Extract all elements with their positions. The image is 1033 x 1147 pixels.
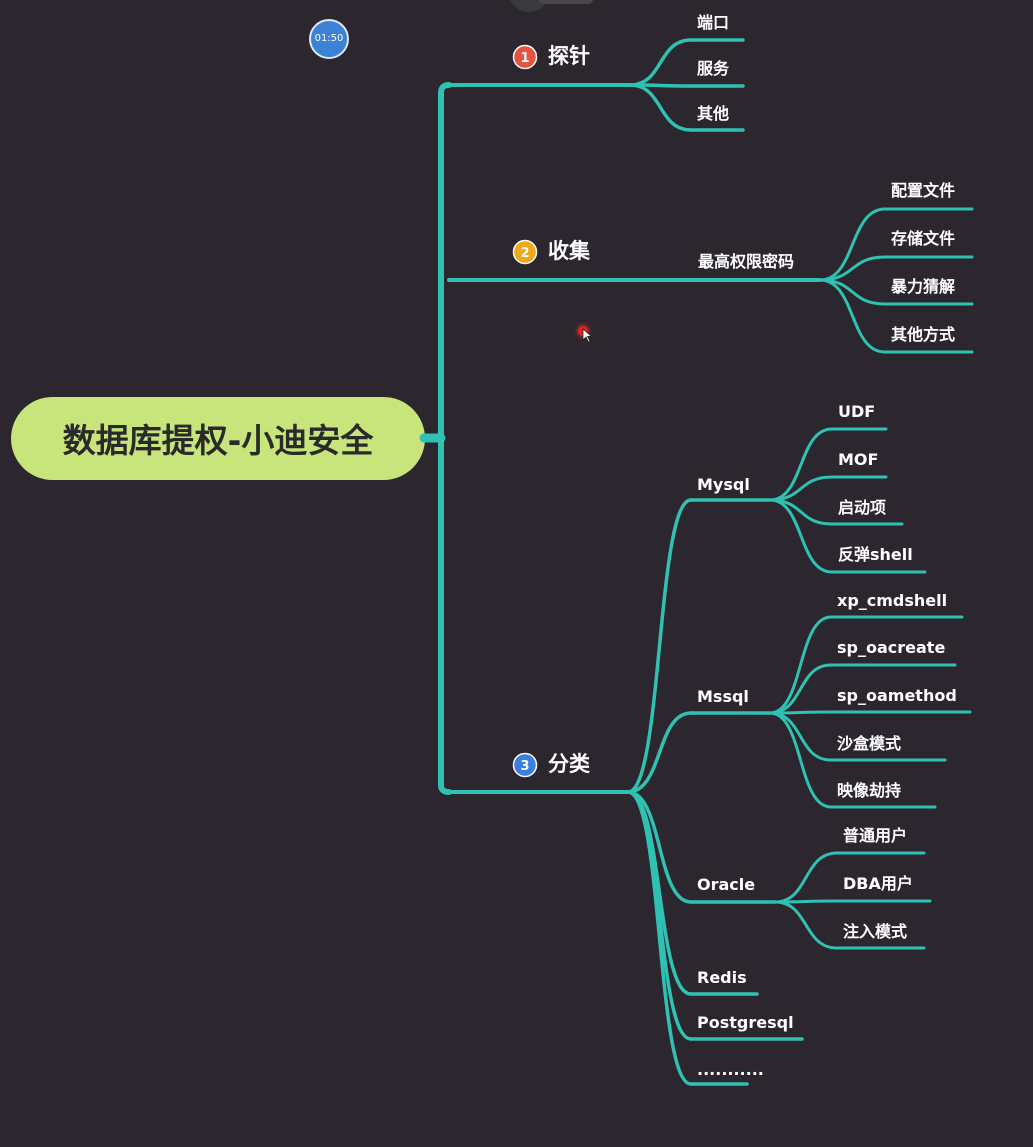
node-3-3-label: Oracle: [697, 875, 755, 894]
node-1-2-label: 服务: [697, 59, 730, 78]
edge-3-3-3: [773, 900, 839, 950]
root-title: 数据库提权-小迪安全: [63, 421, 375, 460]
trunk-upper: [438, 82, 452, 441]
root-node-bubble: [11, 397, 425, 480]
edge-1-3: [628, 83, 693, 132]
leaf-3-2-5-label: 映像劫持: [837, 781, 901, 800]
node-3-1-label: Mysql: [697, 475, 750, 494]
edge-3-2-4: [768, 711, 833, 762]
leaf-2-1-1-label: 配置文件: [891, 181, 955, 200]
mouse-pointer-icon: [578, 326, 593, 343]
edge-3-3: [626, 790, 693, 904]
leaf-3-1-4-label: 反弹shell: [838, 545, 913, 564]
edge-2-1-1: [818, 207, 887, 282]
badge-1-number: 1: [520, 51, 529, 66]
leaf-3-2-3-label: sp_oamethod: [837, 686, 957, 705]
timer-badge: 01:50: [309, 19, 349, 59]
node-3-2-label: Mssql: [697, 687, 749, 706]
branch-2-label: 收集: [548, 239, 591, 263]
edge-3-2-5: [768, 711, 833, 809]
leaf-3-2-2-label: sp_oacreate: [837, 638, 945, 657]
node-3-4-label: Redis: [697, 968, 747, 987]
badge-2-icon: [512, 239, 538, 265]
badge-3-icon: [512, 752, 538, 778]
edge-3-2-2: [768, 663, 833, 715]
edge-1-1: [628, 38, 693, 87]
badge-2-number: 2: [520, 246, 529, 261]
node-3-5-label: Postgresql: [697, 1013, 794, 1032]
leaf-2-1-4-label: 其他方式: [891, 325, 955, 344]
leaf-3-1-2-label: MOF: [838, 450, 878, 469]
edge-3-2: [626, 711, 693, 794]
edge-3-6: [626, 790, 693, 1086]
badge-1-icon: [512, 44, 538, 70]
branch-3-label: 分类: [548, 752, 591, 776]
leaf-3-1-3-label: 启动项: [838, 498, 886, 517]
edge-3-4: [626, 790, 693, 996]
node-1-1-label: 端口: [697, 13, 729, 32]
trunk-lower: [438, 435, 452, 795]
recorder-toolbar: [538, 0, 594, 4]
badge-3-number: 3: [520, 759, 529, 774]
edge-3-2-1: [768, 615, 833, 715]
root-node[interactable]: 数据库提权-小迪安全: [11, 397, 425, 480]
recorder-handle: [508, 0, 550, 12]
node-2-1-label: 最高权限密码: [698, 252, 794, 271]
branch-1-label: 探针: [548, 44, 590, 68]
edge-3-3-1: [773, 851, 839, 904]
node-1-3-label: 其他: [697, 104, 729, 123]
edge-3-1-4: [768, 498, 834, 574]
leaf-3-1-1-label: UDF: [838, 402, 875, 421]
leaf-2-1-3-label: 暴力猜解: [890, 277, 955, 296]
edge-2-1-4: [818, 278, 887, 354]
leaf-3-3-3-label: 注入模式: [843, 922, 907, 941]
leaf-3-2-4-label: 沙盒模式: [837, 734, 901, 753]
edge-3-1: [626, 498, 693, 794]
leaf-2-1-2-label: 存储文件: [891, 229, 955, 248]
node-3-6-label: ...........: [697, 1060, 764, 1079]
edge-3-1-1: [768, 427, 834, 502]
leaf-3-3-1-label: 普通用户: [843, 826, 907, 845]
leaf-3-2-1-label: xp_cmdshell: [837, 591, 947, 610]
leaf-3-3-2-label: DBA用户: [843, 874, 913, 893]
edge-3-5: [626, 790, 693, 1041]
